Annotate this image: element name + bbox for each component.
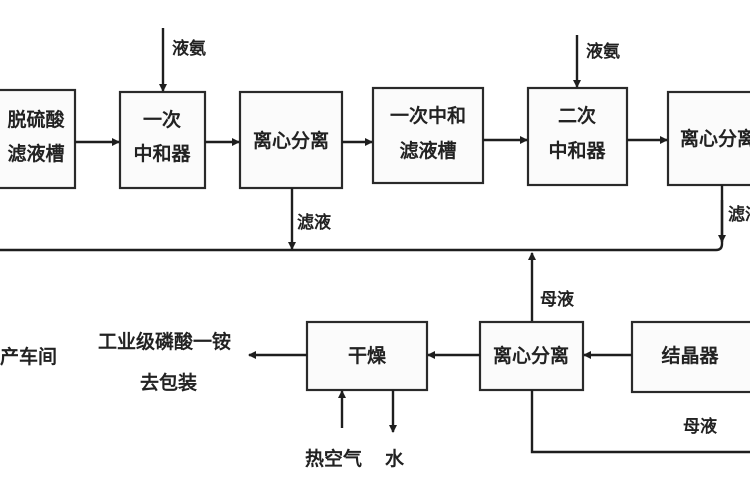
neutralizer2-label-2: 中和器 [548,139,606,162]
workshop-label: 产车间 [0,345,57,368]
tank2-label-1: 一次中和 [390,104,466,127]
dryer-node: 干燥 [305,320,429,392]
mother-liquor-down-label: 母液 [683,416,717,437]
neutralizer1-label-1: 一次 [143,108,181,131]
product-label-2: 去包装 [140,371,197,394]
centrifuge1-label: 离心分离 [253,129,329,152]
centrifuge3-label: 离心分离 [493,344,569,367]
mother-liquor-up-label: 母液 [540,289,574,310]
tank1-label-1: 脱硫酸 [7,108,65,131]
tank2-label-2: 滤液槽 [399,139,456,162]
centrifuge2-node: 离心分离 [666,90,750,187]
neutralizer1-label-2: 中和器 [133,142,191,165]
crystallizer-node: 结晶器 [630,320,750,394]
filtrate2-label: 滤液 [728,204,750,225]
centrifuge3-node: 离心分离 [478,320,585,392]
tank1-node: 脱硫酸 滤液槽 [0,88,77,190]
ammonia2-label: 液氨 [586,41,620,62]
crystallizer-label: 结晶器 [661,344,719,367]
tank2-node: 一次中和 滤液槽 [371,86,485,185]
ammonia1-label: 液氨 [172,38,206,59]
mother-liquor-return-line [530,390,750,454]
hot-air-label: 热空气 [305,447,362,470]
dryer-label: 干燥 [348,345,387,367]
centrifuge1-node: 离心分离 [238,90,344,190]
water-label: 水 [385,448,405,470]
neutralizer2-node: 二次 中和器 [526,86,629,187]
neutralizer2-label-1: 二次 [558,104,596,127]
product-label-1: 工业级磷酸一铵 [98,330,231,353]
filtrate1-label: 滤液 [297,212,331,233]
neutralizer1-node: 一次 中和器 [118,90,207,190]
centrifuge2-label: 离心分离 [680,127,750,150]
filtrate-return-line [0,185,724,252]
tank1-label-2: 滤液槽 [7,142,64,165]
